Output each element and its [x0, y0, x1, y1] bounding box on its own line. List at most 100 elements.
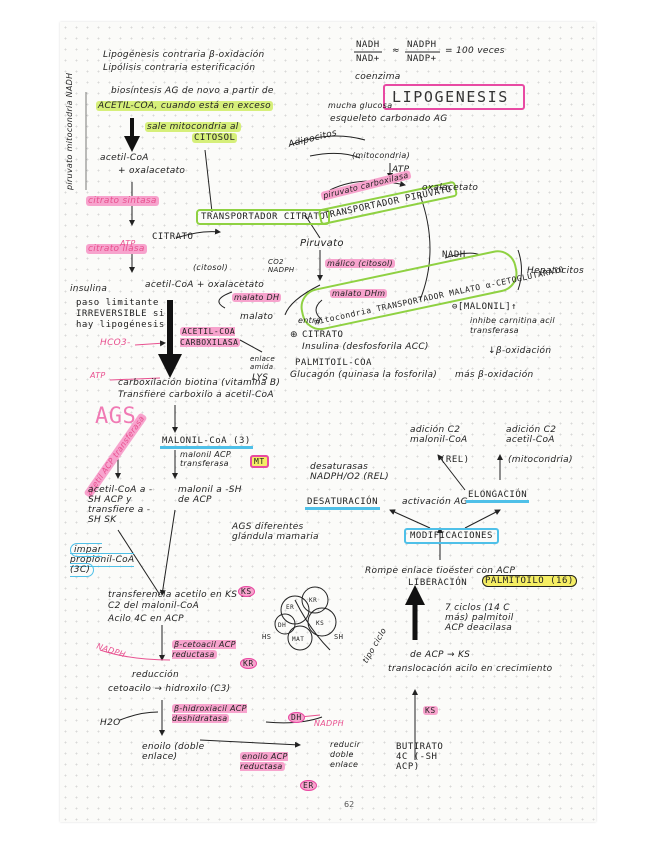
- nadph-numerator: NADPH: [407, 40, 437, 50]
- lys-label: LYS: [252, 373, 269, 383]
- acetil-coa-carboxilasa: ACETIL-COA CARBOXILASA: [180, 327, 241, 347]
- paso-limitante: paso limitante IRREVERSIBLE si hay lipog…: [76, 298, 165, 330]
- malonil-inhibe: ⊖[MALONIL]↑: [452, 302, 518, 312]
- transfiere-note: Transfiere carboxilo a acetil-CoA: [118, 390, 274, 400]
- nadph-er: NADPH: [314, 719, 344, 728]
- butirato-label: BUTIRATO 4C (-SH ACP): [396, 742, 444, 772]
- de-acp-ks: de ACP → KS: [410, 650, 471, 660]
- ags-diferentes: AGS diferentes glándula mamaria: [232, 522, 319, 542]
- piruvato-label: Piruvato: [300, 238, 344, 249]
- hepatocitos-label: Hepatocitos: [527, 266, 585, 276]
- acetil-coa-step: acetil-CoA: [100, 153, 149, 163]
- notebook-page: [60, 22, 596, 822]
- adicion-acetil: adición C2 acetil-CoA: [506, 425, 557, 445]
- biosintesis-note: biosíntesis AG de novo a partir de: [111, 86, 274, 96]
- plus-citrato: ⊕: [290, 330, 298, 340]
- modificaciones-label: MODIFICACIONES: [404, 528, 499, 544]
- cetoacilo-hidroxilo: cetoacilo → hidroxilo (C3): [108, 684, 231, 694]
- palmitoil-coa: PALMITOIL-COA: [295, 358, 372, 368]
- atp-carbox: ATP: [90, 371, 106, 380]
- esqueleto-note: esqueleto carbonado AG: [330, 114, 448, 124]
- oxalacetato-label: oxalacetato: [422, 183, 479, 193]
- mitocondria-label: (mitocondria): [352, 151, 411, 160]
- hco3-label: HCO3-: [100, 338, 131, 348]
- beta-decrease: ↓β-oxidación: [488, 346, 552, 356]
- ratio-value: = 100 veces: [445, 46, 505, 56]
- malonil-sh: malonil a -SH de ACP: [178, 485, 242, 505]
- atp-liasa: ATP: [120, 239, 136, 248]
- citrato-insulina: CITRATO: [302, 330, 344, 340]
- mt-label: MT: [250, 455, 269, 468]
- nadh-label: NADH: [442, 250, 466, 260]
- liberacion-label: LIBERACIÓN: [408, 578, 468, 588]
- dh-label: DH: [288, 712, 305, 723]
- malico-label: málico (citosol): [325, 259, 395, 268]
- transportador-citrato: TRANSPORTADOR CITRATO: [196, 209, 331, 225]
- citosol-paren: (citosol): [193, 263, 228, 272]
- header-line-2: Lipólisis contraria esterificación: [103, 63, 256, 73]
- citosol-label: CITOSOL: [192, 133, 238, 143]
- enoilo-acp-reductasa: enoilo ACP reductasa: [240, 752, 288, 771]
- malato-dh: malato DH: [232, 293, 282, 302]
- carboxilacion-note: carboxilación biotina (vitamina B): [118, 378, 281, 388]
- vertical-note: piruvato mitocondria NADH: [65, 72, 74, 190]
- ags-label: AGS: [95, 404, 137, 429]
- citrato-liasa: citrato liasa: [86, 244, 147, 254]
- malato-label: malato: [240, 312, 274, 322]
- er-label: ER: [300, 780, 317, 791]
- rel-label: (REL): [440, 455, 470, 465]
- nadph-denominator: NADP+: [407, 54, 437, 64]
- acetil-oxal: acetil-CoA + oxalacetato: [145, 280, 265, 290]
- sh-label: SH: [334, 633, 344, 641]
- insulina-label: insulina: [70, 284, 108, 294]
- atp-top: ATP: [392, 165, 410, 175]
- enoilo-label: enoilo (doble enlace): [142, 742, 205, 762]
- h2o-label: H2O: [100, 718, 121, 728]
- ks-label-1: KS: [238, 586, 255, 597]
- insulina-desfosforila: Insulina (desfosforila ACC): [302, 342, 429, 352]
- malato-dhm: malato DHm: [330, 289, 388, 298]
- acetil-coa-sh: acetil-CoA a -SH ACP y transfiere a -SH …: [88, 485, 153, 525]
- acetil-coa-note: ACETIL-COA, cuando está en exceso: [96, 101, 273, 111]
- co2-nadph: CO2 NADPH: [268, 258, 295, 274]
- enzyme-ks: KS: [316, 620, 325, 627]
- oxalacetato-step: + oxalacetato: [118, 166, 186, 176]
- impar-propionil: impar propionil-CoA (3C): [70, 543, 135, 577]
- citrato-sintasa: citrato sintasa: [86, 196, 159, 206]
- enzyme-mat: MAT: [292, 636, 305, 643]
- header-line-1: Lipogénesis contraria β-oxidación: [103, 50, 265, 60]
- hs-label: HS: [262, 633, 272, 641]
- activacion-ag: activación AG: [402, 497, 468, 507]
- mitocondria-elong: (mitocondria): [508, 455, 573, 465]
- desaturasas: desaturasas NADPH/O2 (REL): [310, 462, 389, 482]
- enzyme-dh: DH: [278, 622, 287, 629]
- rompe-enlace: Rompe enlace tioéster con ACP: [365, 566, 516, 576]
- beta-hidroxi: β-hidroxiacil ACP deshidratasa: [172, 704, 247, 723]
- ks-label-2: KS: [423, 706, 438, 715]
- desaturacion-label: DESATURACIÓN: [305, 497, 381, 510]
- acilo-4c: Acilo 4C en ACP: [108, 614, 184, 624]
- adicion-malonil: adición C2 malonil-CoA: [410, 425, 468, 445]
- glucagon-label: Glucagón (quinasa la fosforila): [290, 370, 438, 380]
- enzyme-er: ER: [286, 604, 295, 611]
- beta-cetoacil: β-cetoacil ACP reductasa: [172, 640, 236, 659]
- ciclos-note: 7 ciclos (14 C más) palmitoil ACP deacil…: [445, 603, 514, 633]
- transferencia-acetilo: transferencia acetilo en KS de C2 del ma…: [108, 590, 253, 611]
- cofactor-label: coenzima: [355, 72, 401, 82]
- page-number: 62: [344, 800, 355, 809]
- nadh-denominator: NAD+: [356, 54, 380, 64]
- translocacion-note: translocación acilo en crecimiento: [388, 664, 553, 674]
- malonil-acp-transferasa: malonil ACP transferasa: [180, 450, 232, 468]
- elongacion-label: ELONGACIÓN: [466, 490, 530, 503]
- reducir-doble-enlace: reducir doble enlace: [330, 740, 361, 769]
- enlace-amida: enlace amida: [250, 355, 275, 371]
- mucha-glucosa: mucha glucosa: [328, 101, 393, 110]
- palmitoilo-label: PALMITOILO (16): [482, 575, 577, 587]
- kr-label: KR: [240, 658, 257, 669]
- sale-mitocondria: sale mitocondria al: [145, 122, 241, 132]
- malonil-coa: MALONIL-CoA (3): [160, 436, 253, 449]
- entra-label: entra: [298, 316, 321, 325]
- reduccion-label: reducción: [132, 670, 179, 680]
- page-title: LIPOGENESIS: [392, 88, 509, 106]
- mas-beta-oxidacion: más β-oxidación: [455, 370, 534, 380]
